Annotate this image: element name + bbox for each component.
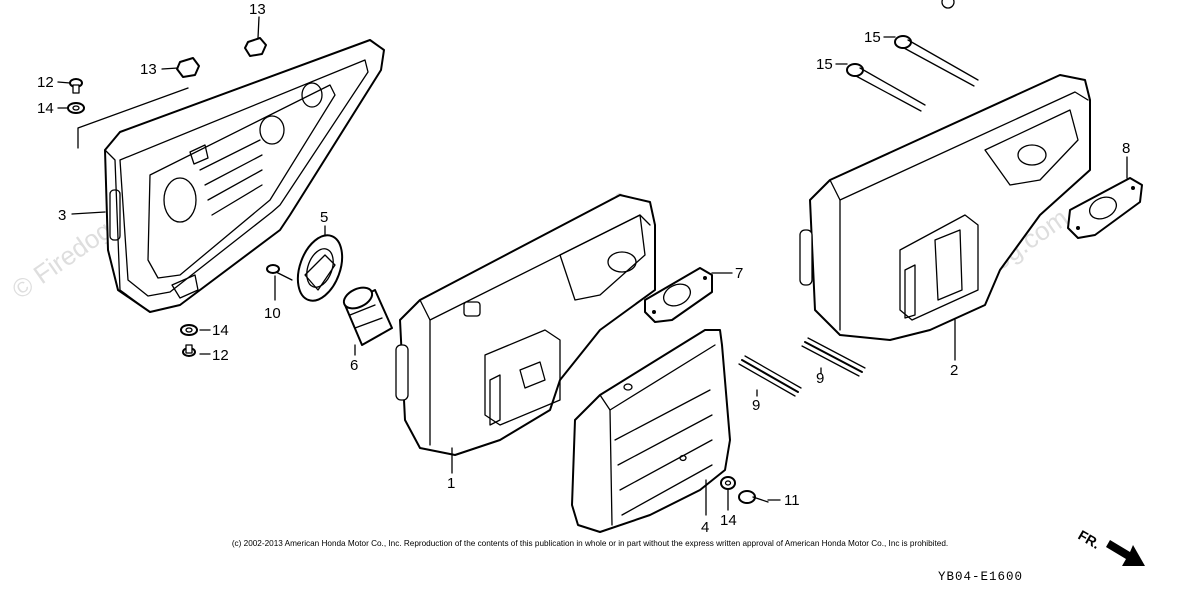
callout-12-lower: 12 [212, 347, 229, 364]
arrow-icon [1106, 540, 1145, 566]
part-8-gasket [1067, 177, 1143, 239]
callout-3: 3 [58, 207, 66, 224]
callout-2: 2 [950, 362, 958, 379]
part-2-muffler [799, 74, 1091, 341]
part-11-bolt [738, 490, 769, 504]
callout-10: 10 [264, 305, 281, 322]
part-7-gasket [644, 267, 713, 323]
callout-7: 7 [735, 265, 743, 282]
copyright-notice: (c) 2002-2013 American Honda Motor Co., … [231, 539, 949, 548]
part-15-bolt-b [846, 63, 926, 112]
callout-14-top: 14 [37, 100, 54, 117]
callout-13-top: 13 [249, 1, 266, 18]
part-12-screw-lower [182, 344, 196, 357]
callout-14-mid: 14 [212, 322, 229, 339]
part-9-stud-b [801, 337, 866, 377]
callout-9-right: 9 [816, 370, 824, 387]
part-14-washer-bottom [720, 476, 736, 490]
part-1-muffler [395, 194, 656, 456]
callout-14-bottom: 14 [720, 512, 737, 529]
part-9-stud-a [738, 355, 802, 397]
part-14-washer-top [67, 102, 85, 114]
callout-5: 5 [320, 209, 328, 226]
part-13-nut-top [244, 37, 267, 57]
callout-13-mid: 13 [140, 61, 157, 78]
callout-4: 4 [701, 519, 709, 536]
callout-8: 8 [1122, 140, 1130, 157]
part-12-screw-top [69, 78, 83, 94]
diagram-code: YB04-E1600 [938, 570, 1024, 584]
callout-11: 11 [784, 492, 800, 509]
callout-9-left: 9 [752, 397, 760, 414]
part-5-arrester-screen [296, 234, 344, 302]
part-3-protector [104, 39, 385, 313]
part-10-screw [266, 264, 293, 281]
part-15-bolt-a [894, 35, 979, 87]
part-13-nut-mid [176, 57, 200, 78]
callout-15-mid: 15 [816, 56, 833, 73]
corner-mark [941, 0, 955, 9]
callout-15-top: 15 [864, 29, 881, 46]
callout-6: 6 [350, 357, 358, 374]
callout-labels: 13 13 12 14 3 5 10 6 14 12 1 7 9 9 2 8 1… [37, 1, 1130, 536]
part-4-cover [571, 329, 731, 533]
callout-12-top: 12 [37, 74, 54, 91]
callout-1: 1 [447, 475, 455, 492]
part-6-arrester [342, 286, 393, 346]
part-14-washer-lower [180, 324, 198, 336]
leader-lines [57, 16, 1128, 516]
